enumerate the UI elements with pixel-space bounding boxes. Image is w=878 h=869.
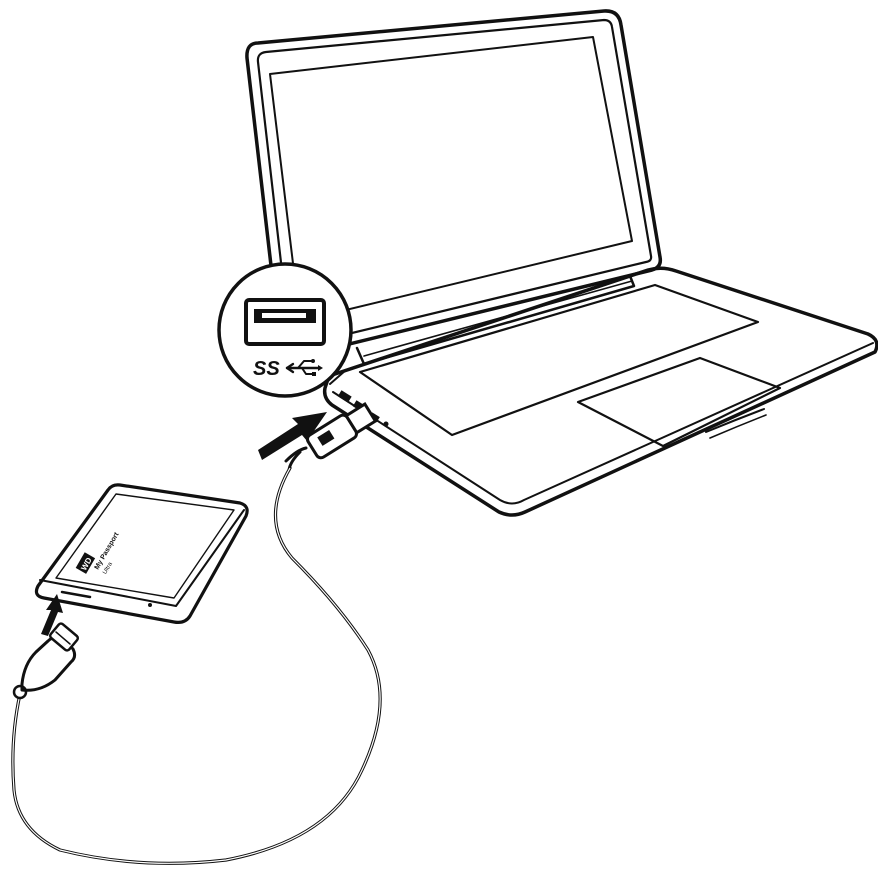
trackpad (578, 358, 780, 446)
drive-label: My Passport Ultra (94, 531, 129, 576)
ss-label: SS (253, 358, 280, 380)
portable-hard-drive: WD My Passport Ultra (36, 485, 247, 623)
wd-logo: WD (76, 552, 95, 574)
callout-circle (219, 264, 351, 396)
usb-port-callout: SS (219, 264, 351, 396)
drive-usb-port (62, 592, 90, 597)
laptop-base (325, 268, 877, 515)
